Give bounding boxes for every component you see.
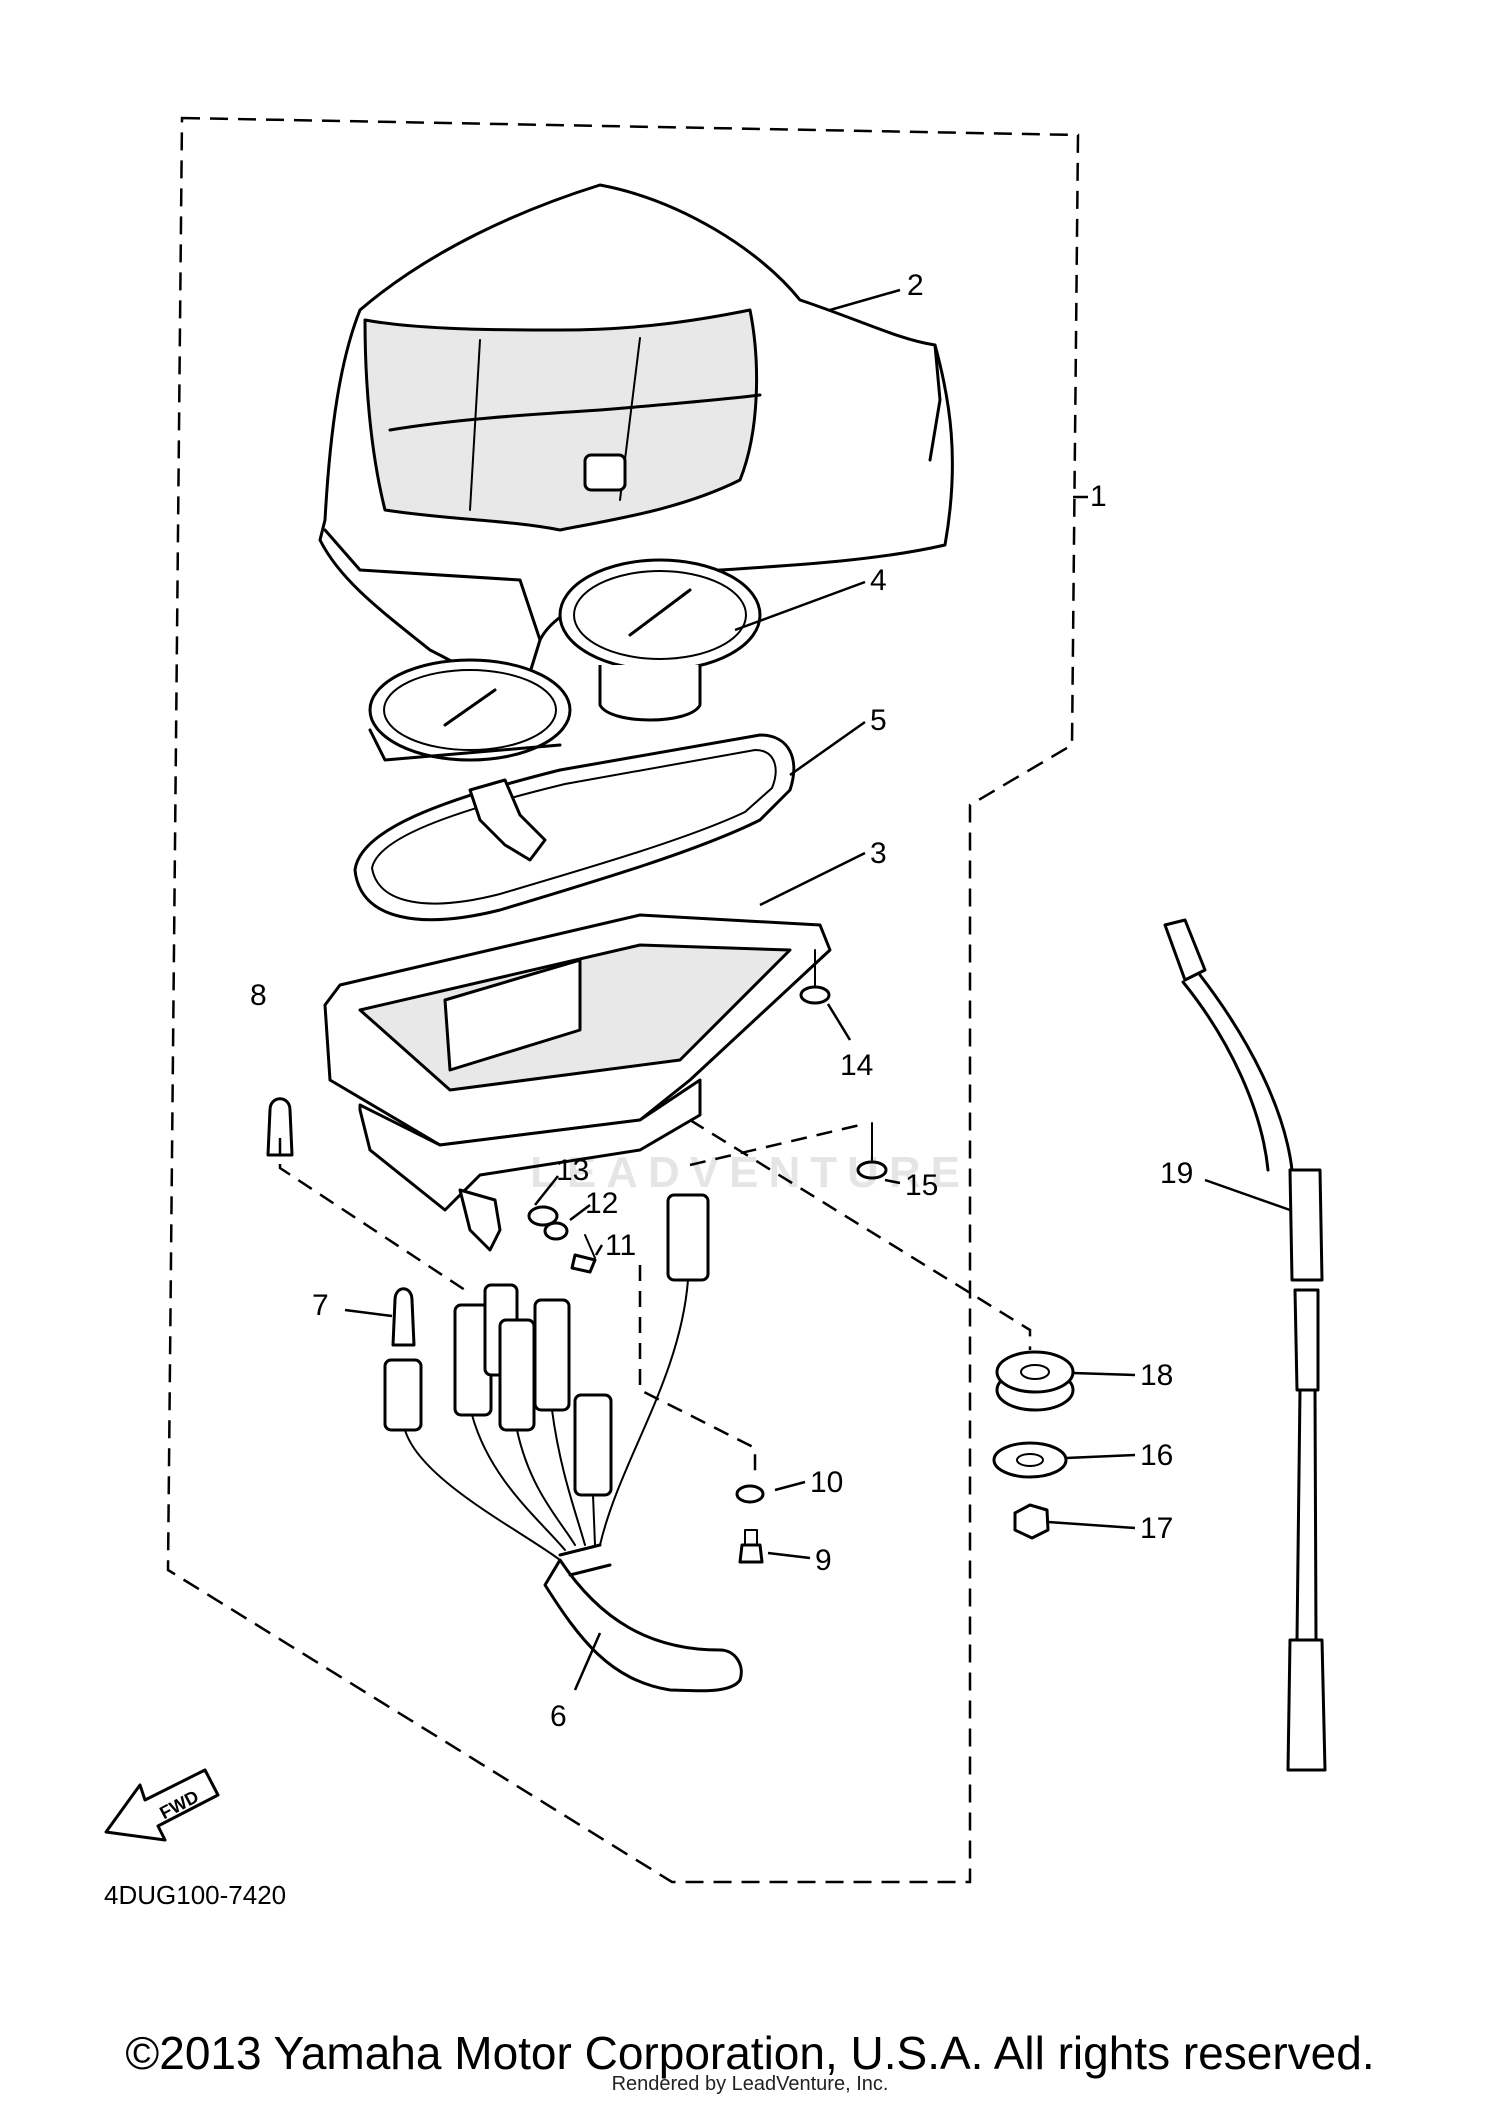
part-14-screw [799,949,831,1005]
callout-10: 10 [810,1466,843,1499]
callout-12: 12 [585,1187,618,1220]
callout-4: 4 [870,564,887,597]
leader-lines [278,288,1291,1691]
part-8-bulb [266,1097,294,1157]
callout-14: 14 [840,1049,873,1082]
part-18-grommet [995,1350,1075,1412]
callout-13: 13 [556,1154,589,1187]
part-4-meter-unit [368,558,762,762]
part-10-washer [735,1484,765,1504]
part-7-bulb [391,1287,416,1347]
callout-11: 11 [605,1229,636,1262]
part-5-gasket [353,733,796,922]
fwd-arrow-icon: FWD [104,1768,220,1842]
part-17-nut [1013,1503,1050,1540]
callout-17: 17 [1140,1512,1173,1545]
copyright-notice: ©2013 Yamaha Motor Corporation, U.S.A. A… [125,2027,1375,2079]
callout-8: 8 [250,979,267,1012]
callout-5: 5 [870,704,887,737]
callout-7: 7 [312,1289,329,1322]
callout-9: 9 [815,1544,832,1577]
assembly-boundary [166,116,1080,1884]
part-6-wire-harness [404,1279,743,1693]
callout-6: 6 [550,1700,567,1733]
part-2-meter-cover [318,183,954,707]
callout-19: 19 [1160,1157,1193,1190]
part-16-washer [992,1441,1068,1479]
part-9-screw [738,1529,764,1564]
callout-18: 18 [1140,1359,1173,1392]
callout-2: 2 [907,269,924,302]
callout-15: 15 [905,1169,938,1202]
callout-16: 16 [1140,1439,1173,1472]
part-19-meter-cable [1163,918,1327,1772]
part-11-screw [570,1234,597,1274]
callout-labels: 1 2 3 4 5 6 7 8 9 10 11 12 13 14 15 16 1… [250,269,1193,1733]
rendered-by-notice: Rendered by LeadVenture, Inc. [611,2073,889,2095]
sockets [383,1193,710,1497]
diagram-code: 4DUG100-7420 [104,1880,287,1910]
part-13-washer [527,1205,559,1227]
callout-3: 3 [870,837,887,870]
part-12-washer [543,1221,569,1241]
part-3-meter-case [323,913,832,1252]
part-15-screw [856,1122,888,1180]
watermark: LEADVENTURE [529,1148,971,1197]
callout-1: 1 [1090,480,1107,513]
